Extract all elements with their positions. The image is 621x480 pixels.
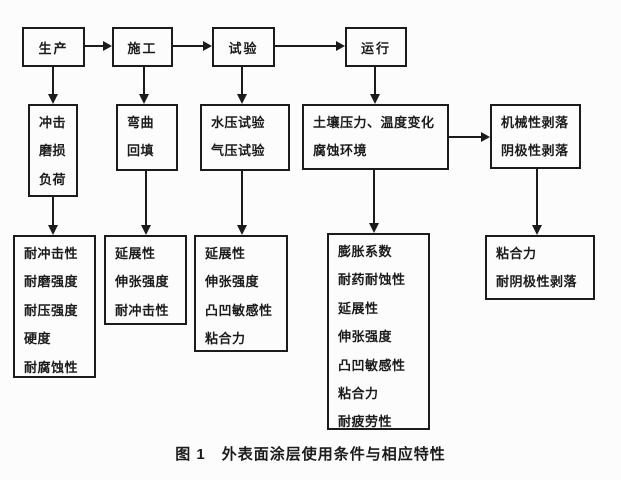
box-line: 阴极性剥落 xyxy=(501,143,569,159)
box-line: 回填 xyxy=(127,143,155,159)
flow-box-peeling-properties: 粘合力耐阴极性剥落 xyxy=(485,235,595,300)
box-line: 凸凹敏感性 xyxy=(205,302,273,318)
box-line: 机械性剥落 xyxy=(501,115,569,130)
flow-box-construction-conditions: 弯曲回填 xyxy=(116,104,178,171)
flow-box-production-properties: 耐冲击性耐磨强度耐压强度硬度耐腐蚀性 xyxy=(13,235,96,378)
arrow-shaft xyxy=(52,197,54,225)
arrowhead-down-icon xyxy=(139,94,149,104)
box-line: 腐蚀环境 xyxy=(313,143,368,159)
flow-box-label: 施工 xyxy=(127,40,158,56)
box-line: 耐磨强度 xyxy=(24,274,79,290)
arrowhead-down-icon xyxy=(141,225,151,235)
box-line: 凸凹敏感性 xyxy=(338,357,406,373)
box-line: 耐冲击性 xyxy=(115,302,170,318)
arrowhead-down-icon xyxy=(532,225,542,235)
arrow-shaft xyxy=(241,67,243,95)
arrow-shaft xyxy=(241,171,243,225)
arrow-shaft xyxy=(85,45,103,47)
figure-caption: 图 1 外表面涂层使用条件与相应特性 xyxy=(175,446,446,463)
box-line: 耐疲劳性 xyxy=(338,414,393,430)
flow-box-peeling-conditions: 机械性剥落阴极性剥落 xyxy=(490,104,581,169)
box-line: 伸张强度 xyxy=(205,274,260,290)
box-line: 硬度 xyxy=(24,331,52,347)
flow-box-operation-properties: 膨胀系数耐药耐蚀性延展性伸张强度凸凹敏感性粘合力耐疲劳性 xyxy=(327,233,430,430)
flow-box-testing: 试验 xyxy=(212,27,275,67)
arrowhead-down-icon xyxy=(369,223,379,233)
arrowhead-right-icon xyxy=(336,41,345,51)
box-line: 粘合力 xyxy=(338,386,379,402)
arrowhead-down-icon xyxy=(48,225,58,235)
box-line: 土壤压力、温度变化 xyxy=(313,115,435,130)
box-line: 气压试验 xyxy=(211,143,266,159)
box-line: 耐压强度 xyxy=(24,302,79,318)
box-line: 磨损 xyxy=(39,143,67,159)
box-line: 粘合力 xyxy=(205,331,246,347)
box-line: 伸张强度 xyxy=(115,274,170,290)
arrow-shaft xyxy=(449,136,481,138)
arrowhead-down-icon xyxy=(237,225,247,235)
arrow-shaft xyxy=(373,170,375,223)
box-line: 耐药耐蚀性 xyxy=(338,272,406,288)
box-line: 延展性 xyxy=(338,300,379,316)
arrow-shaft xyxy=(145,171,147,225)
box-line: 伸张强度 xyxy=(338,329,393,345)
box-line: 耐腐蚀性 xyxy=(24,359,79,375)
box-line: 弯曲 xyxy=(127,115,155,130)
flow-box-construction-properties: 延展性伸张强度耐冲击性 xyxy=(104,235,187,325)
box-line: 膨胀系数 xyxy=(338,244,393,259)
arrowhead-down-icon xyxy=(48,94,58,104)
box-line: 粘合力 xyxy=(496,246,537,261)
flow-box-testing-properties: 延展性伸张强度凸凹敏感性粘合力 xyxy=(194,235,288,352)
arrow-shaft xyxy=(374,67,376,95)
arrow-shaft xyxy=(173,45,203,47)
flow-box-operation: 运行 xyxy=(345,27,407,67)
arrowhead-right-icon xyxy=(481,132,490,142)
box-line: 负荷 xyxy=(39,171,67,187)
arrow-shaft xyxy=(143,67,145,95)
arrowhead-down-icon xyxy=(237,94,247,104)
flow-box-operation-conditions: 土壤压力、温度变化腐蚀环境 xyxy=(302,104,449,170)
arrowhead-right-icon xyxy=(203,41,212,51)
box-line: 延展性 xyxy=(205,246,246,261)
flow-box-label: 试验 xyxy=(228,40,259,56)
flow-box-production-conditions: 冲击磨损负荷 xyxy=(28,104,78,197)
flow-box-construction: 施工 xyxy=(112,27,173,67)
box-line: 冲击 xyxy=(39,115,67,130)
flow-box-production: 生产 xyxy=(22,27,85,67)
box-line: 延展性 xyxy=(115,246,156,261)
box-line: 水压试验 xyxy=(211,115,266,130)
box-line: 耐阴极性剥落 xyxy=(496,274,578,290)
flow-box-label: 运行 xyxy=(360,40,391,56)
arrow-shaft xyxy=(52,67,54,95)
flow-box-label: 生产 xyxy=(38,40,69,56)
arrowhead-down-icon xyxy=(370,94,380,104)
arrow-shaft xyxy=(275,45,336,47)
arrow-shaft xyxy=(536,169,538,225)
flow-box-testing-conditions: 水压试验气压试验 xyxy=(200,104,290,171)
box-line: 耐冲击性 xyxy=(24,246,79,261)
arrowhead-right-icon xyxy=(103,41,112,51)
